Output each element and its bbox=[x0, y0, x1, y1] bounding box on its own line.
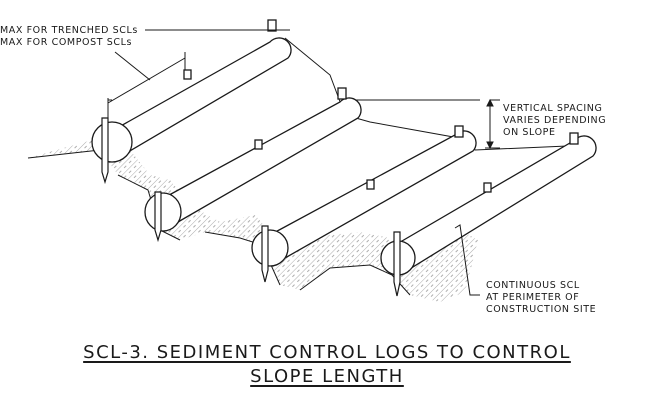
spacing-label-compost: MAX FOR COMPOST SCLs bbox=[0, 37, 133, 48]
continuous-scl-label-1: CONTINUOUS SCL bbox=[486, 280, 580, 291]
continuous-scl-label-3: CONSTRUCTION SITE bbox=[486, 304, 597, 315]
figure-caption-line-1: SCL-3. SEDIMENT CONTROL LOGS TO CONTROL bbox=[83, 342, 571, 363]
vertical-spacing-label-3: ON SLOPE bbox=[503, 127, 556, 138]
figure-caption-line-2: SLOPE LENGTH bbox=[250, 366, 404, 387]
continuous-scl-label-2: AT PERIMETER OF bbox=[486, 292, 580, 303]
stakes bbox=[101, 117, 401, 297]
vertical-spacing-label-2: VARIES DEPENDING bbox=[503, 115, 607, 126]
vertical-spacing-label-1: VERTICAL SPACING bbox=[503, 103, 603, 114]
log-3 bbox=[251, 125, 477, 267]
log-4 bbox=[380, 132, 597, 276]
log-2 bbox=[144, 87, 362, 232]
spacing-label-trenched: MAX FOR TRENCHED SCLs bbox=[0, 25, 138, 36]
sediment-logs bbox=[91, 19, 597, 276]
log-1 bbox=[91, 19, 292, 163]
dimension-lines bbox=[107, 29, 500, 296]
